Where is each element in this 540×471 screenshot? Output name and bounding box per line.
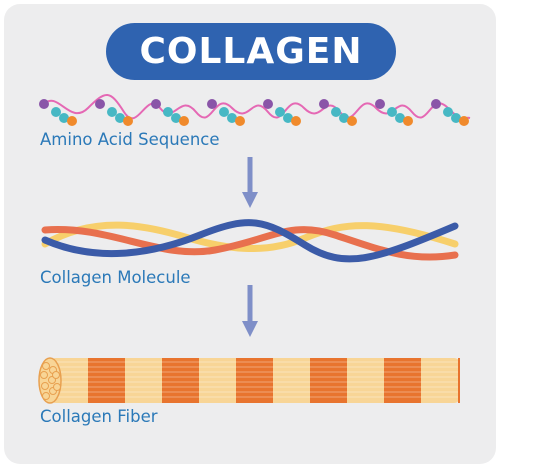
amino-acid-bead [123,116,133,126]
fibril-end [40,371,48,379]
amino-acid-bead [283,113,293,123]
amino-acid-bead [51,107,61,117]
amino-acid-bead [171,113,181,123]
helix-strand-yellow [41,221,459,253]
arrow-2-head [242,321,258,337]
amino-acid-bead [451,113,461,123]
fiber-band [88,358,125,403]
amino-acid-bead [331,107,341,117]
fiber-fibril-lines [55,361,458,398]
amino-acid-bead [375,99,385,109]
amino-acid-bead [151,99,161,109]
amino-acid-bead [395,113,405,123]
amino-acid-beads [39,99,469,126]
amino-acid-bead [339,113,349,123]
arrow-1-head [242,192,258,208]
amino-acid-bead [431,99,441,109]
fibril-end [52,371,60,379]
label-collagen-molecule: Collagen Molecule [40,268,191,287]
label-collagen-fiber: Collagen Fiber [40,407,158,426]
fiber-bands [88,358,460,403]
collagen-fiber [38,357,460,404]
amino-acid-bead [263,99,273,109]
amino-acid-bead [443,107,453,117]
fibril-end [53,383,61,391]
amino-acid-bead [67,116,77,126]
amino-acid-bead [459,116,469,126]
amino-acid-bead [179,116,189,126]
amino-acid-bead [207,99,217,109]
amino-acid-bead [219,107,229,117]
amino-acid-bead [319,99,329,109]
amino-acid-bead [163,107,173,117]
amino-acid-bead [291,116,301,126]
amino-acid-bead [59,113,69,123]
fibril-end [42,362,50,370]
amino-acid-bead [95,99,105,109]
fibril-end [42,392,50,400]
amino-acid-bead [107,107,117,117]
fiber-band [162,358,199,403]
collagen-triple-helix [41,219,459,263]
page-title: COLLAGEN [139,31,363,72]
fiber-band [236,358,273,403]
amino-acid-bead [235,116,245,126]
amino-acid-chain [39,94,471,126]
title-banner: COLLAGEN [106,23,396,80]
fiber-end-fibrils [40,362,61,400]
fiber-band [384,358,421,403]
amino-acid-bead [39,99,49,109]
amino-acid-bead [115,113,125,123]
amino-acid-backbone [43,94,471,120]
fiber-band [458,358,460,403]
helix-strand-blue [41,219,459,263]
label-amino-acid-sequence: Amino Acid Sequence [40,130,220,149]
amino-acid-bead [347,116,357,126]
amino-acid-bead [275,107,285,117]
amino-acid-bead [227,113,237,123]
amino-acid-bead [387,107,397,117]
amino-acid-bead [403,116,413,126]
fibril-end [41,382,49,390]
fiber-band [310,358,347,403]
